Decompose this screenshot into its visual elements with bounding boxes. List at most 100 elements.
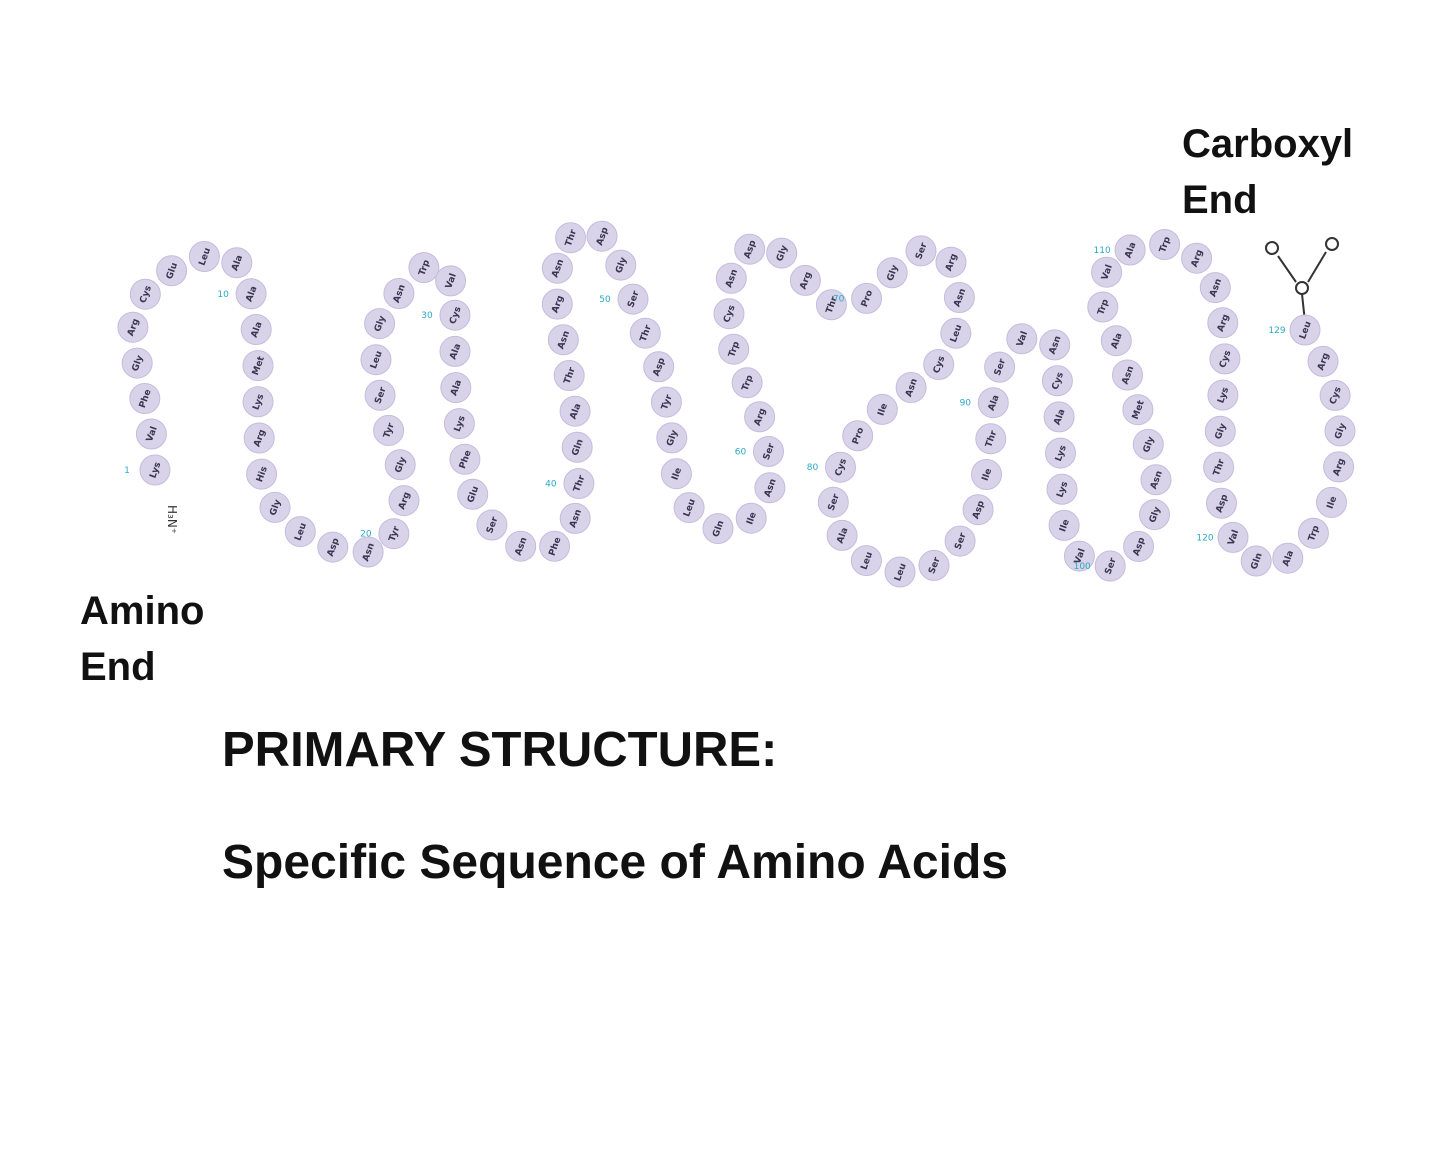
residue-circle [121, 347, 153, 379]
residue: Asp [586, 220, 618, 252]
residue-circle [384, 449, 416, 481]
residue: Ser [1094, 550, 1126, 582]
residue-circle [744, 401, 776, 433]
residue: Phe [539, 530, 571, 562]
residue: Thr [975, 423, 1007, 455]
residue: Gly [259, 491, 291, 523]
residue-index-label: 90 [960, 399, 972, 409]
residue-circle [975, 423, 1007, 455]
residue: Ile [866, 393, 898, 425]
residue-circle [117, 311, 149, 343]
residue-circle [656, 422, 688, 454]
residue-index-label: 10 [217, 290, 229, 300]
residue: Asp [643, 351, 675, 383]
residue: Asn [1199, 272, 1231, 304]
residue-circle [1319, 379, 1351, 411]
residue: Ser [364, 379, 396, 411]
residue-circle [1206, 487, 1237, 519]
residue-circle [539, 530, 571, 562]
residue: Ser [753, 436, 784, 467]
residue: Glu [457, 478, 489, 510]
residue-label: Ile [1058, 518, 1072, 533]
residue: Tyr [378, 518, 410, 550]
residue-circle [1048, 509, 1080, 541]
residue: Tyr [650, 386, 682, 418]
residue-circle [139, 454, 171, 486]
residue: Ala [235, 278, 267, 310]
residue-circle [1006, 323, 1038, 355]
residue-index-label: 60 [735, 448, 747, 458]
residue-circle [388, 485, 420, 517]
residue-circle [364, 379, 396, 411]
residue: Ser [984, 351, 1016, 383]
residue: Leu [284, 516, 316, 548]
residue-circle [876, 257, 908, 289]
residue-circle [476, 509, 508, 541]
residue: Thr [629, 317, 661, 349]
residue: Cys [825, 451, 856, 483]
residue: Cys [439, 299, 471, 331]
residue: Leu [850, 545, 882, 577]
residue: Ser [944, 525, 976, 557]
residue: Asp [1123, 530, 1155, 562]
residue-circle [408, 252, 440, 284]
residue-circle [259, 491, 291, 523]
residue: Thr [555, 222, 587, 254]
residue-circle [715, 262, 747, 294]
residue: Thr [1203, 451, 1235, 483]
residue: His [246, 458, 278, 490]
residue: Ile [971, 459, 1002, 490]
residue-circle [826, 519, 858, 551]
residue-circle [943, 282, 975, 313]
residue-index-label: 30 [421, 311, 433, 321]
residue-circle [605, 249, 637, 281]
residue: Asn [352, 536, 384, 568]
residue: Ile [1316, 486, 1347, 518]
residue-circle [240, 314, 272, 345]
residue: Lys [1207, 379, 1239, 411]
residue-circle [1094, 550, 1126, 582]
residue-circle [1199, 272, 1231, 304]
residue: Gly [1204, 415, 1236, 447]
residue: Cys [1041, 365, 1073, 397]
residue: Cys [129, 278, 161, 310]
residue-circle [735, 502, 767, 534]
residue: Met [242, 350, 274, 382]
residue-circle [243, 422, 275, 454]
residue-circle [378, 518, 410, 550]
residue-circle [1091, 256, 1123, 288]
residue: Val [435, 265, 467, 297]
residue-index-label: 1 [124, 466, 130, 476]
residue: Gly [384, 449, 416, 481]
residue: Arg [1181, 242, 1213, 274]
residue-label: Ile [876, 402, 890, 417]
residue-circle [1041, 365, 1073, 397]
residue: Ile [735, 502, 767, 534]
residue-circle [1046, 473, 1078, 505]
residue: Gln [561, 431, 593, 463]
residue-circle [1100, 325, 1132, 357]
residue: Arg [243, 422, 275, 454]
residue-circle [718, 333, 750, 365]
residue-circle [242, 350, 274, 382]
residue-index-label: 40 [545, 480, 557, 490]
amino-group-label: H₃N⁺ [165, 505, 179, 534]
residue-circle [1323, 451, 1355, 483]
residue-circle [944, 525, 976, 557]
residue: Pro [842, 420, 874, 452]
residue: Cys [713, 298, 745, 330]
residue-circle [1297, 517, 1329, 549]
residue-circle [242, 386, 274, 418]
amino-end-label: Amino End [80, 583, 204, 695]
residue-circle [360, 344, 392, 376]
residue-circle [1112, 359, 1143, 391]
residue-circle [373, 414, 405, 446]
residue: Gly [1132, 428, 1164, 460]
residue: Ser [918, 549, 950, 581]
residue-circle [753, 436, 784, 467]
residue: Trp [1149, 229, 1181, 260]
residue: Thr [553, 360, 585, 391]
residue: Lys [242, 386, 274, 418]
residue-index-label: 50 [599, 295, 611, 305]
